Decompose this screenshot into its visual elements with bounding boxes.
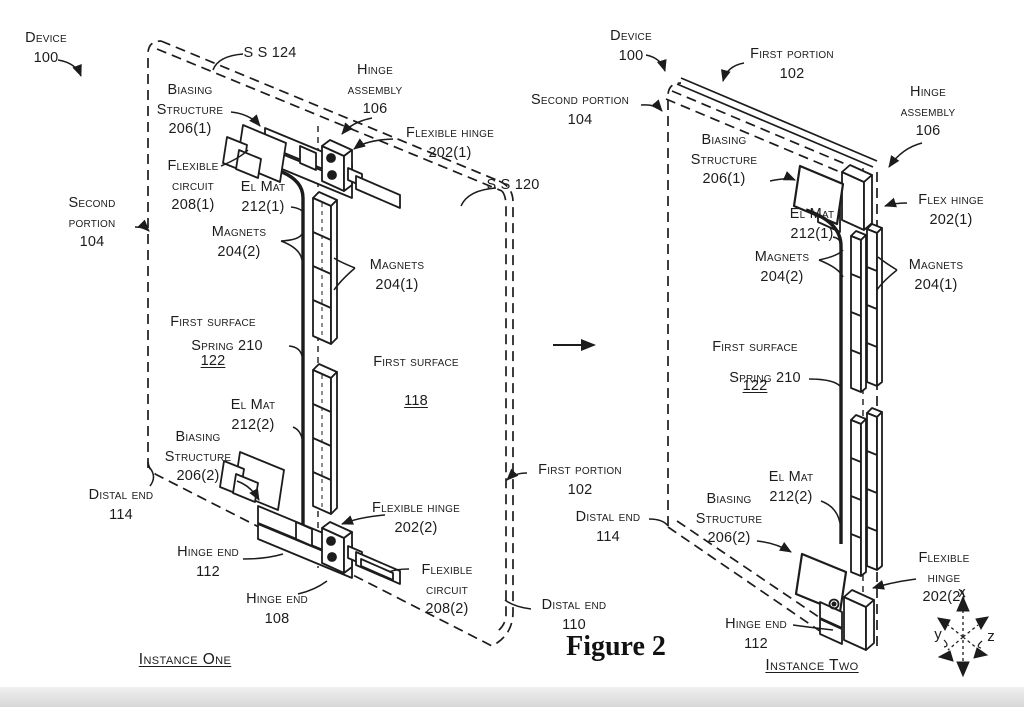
- label-number: 118: [373, 392, 459, 412]
- axis-x-label: x: [958, 584, 966, 601]
- label-flexible-hinge-202-2-left: Flexible hinge 202(2): [372, 499, 460, 538]
- label-device-100-left: Device 100: [25, 29, 67, 68]
- axis-y-label: y: [934, 626, 942, 643]
- axis-z-label: z: [987, 628, 995, 645]
- xyz-axis-icon: [938, 597, 988, 676]
- label-hinge-end-108: Hinge end 108: [246, 590, 308, 629]
- label-first-surface-118: First surface 118: [373, 333, 459, 431]
- label-magnets-204-1-right: Magnets 204(1): [909, 256, 964, 295]
- caption-instance-one: Instance One: [139, 650, 232, 670]
- label-distal-end-114-left: Distal end 114: [89, 486, 154, 525]
- label-el-mat-212-2-left: El Mat 212(2): [231, 396, 276, 435]
- label-text: First surface: [712, 338, 798, 358]
- label-el-mat-212-1-left: El Mat 212(1): [241, 178, 286, 217]
- label-distal-end-110: Distal end 110: [542, 596, 607, 635]
- label-magnets-204-2-right: Magnets 204(2): [755, 248, 810, 287]
- label-text: First surface: [170, 313, 256, 333]
- figure-caption: Figure 2: [566, 631, 666, 663]
- label-magnets-204-2-left: Magnets 204(2): [212, 223, 267, 262]
- label-biasing-structure-206-1-left: Biasing Structure 206(1): [157, 81, 223, 140]
- label-ss-120: S S 120: [487, 176, 540, 196]
- label-flexible-circuit-208-1-left: Flexible circuit 208(1): [167, 157, 218, 216]
- label-biasing-structure-206-2-left: Biasing Structure 206(2): [165, 428, 231, 487]
- label-second-portion-104-right: Second portion 104: [531, 91, 629, 130]
- label-spring-210-left: Spring 210: [191, 337, 263, 357]
- label-hinge-assembly-106-left: Hinge assembly 106: [348, 61, 403, 120]
- label-distal-end-114-right: Distal end 114: [576, 508, 641, 547]
- label-text: First surface: [373, 353, 459, 373]
- label-flexible-hinge-202-2-right: Flexible hinge 202(2): [904, 549, 984, 608]
- caption-instance-two: Instance Two: [765, 656, 858, 676]
- label-hinge-end-112-right: Hinge end 112: [725, 615, 787, 654]
- label-hinge-assembly-106-right: Hinge assembly 106: [901, 83, 956, 142]
- label-first-portion-102-right: First portion 102: [750, 45, 834, 84]
- page-edge-band: [0, 687, 1024, 707]
- label-biasing-structure-206-1-right: Biasing Structure 206(1): [691, 131, 757, 190]
- label-biasing-structure-206-2-right: Biasing Structure 206(2): [696, 490, 762, 549]
- label-ss-124: S S 124: [244, 44, 297, 64]
- label-first-surface-122-right: First surface 122: [712, 318, 798, 416]
- label-hinge-end-112-left: Hinge end 112: [177, 543, 239, 582]
- label-flexible-hinge-202-1-left: Flexible hinge 202(1): [406, 124, 494, 163]
- label-el-mat-212-2-right: El Mat 212(2): [769, 468, 814, 507]
- label-flex-hinge-202-1-right: Flex hinge 202(1): [918, 191, 983, 230]
- label-magnets-204-1-left: Magnets 204(1): [370, 256, 425, 295]
- label-flexible-circuit-208-2-left: Flexible circuit 208(2): [421, 561, 472, 620]
- label-el-mat-212-1-right: El Mat 212(1): [790, 205, 835, 244]
- label-spring-210-right: Spring 210: [729, 369, 801, 389]
- label-first-portion-102-left: First portion 102: [538, 461, 622, 500]
- label-second-portion-104-left: Second portion 104: [69, 194, 116, 253]
- label-device-100-right: Device 100: [610, 27, 652, 66]
